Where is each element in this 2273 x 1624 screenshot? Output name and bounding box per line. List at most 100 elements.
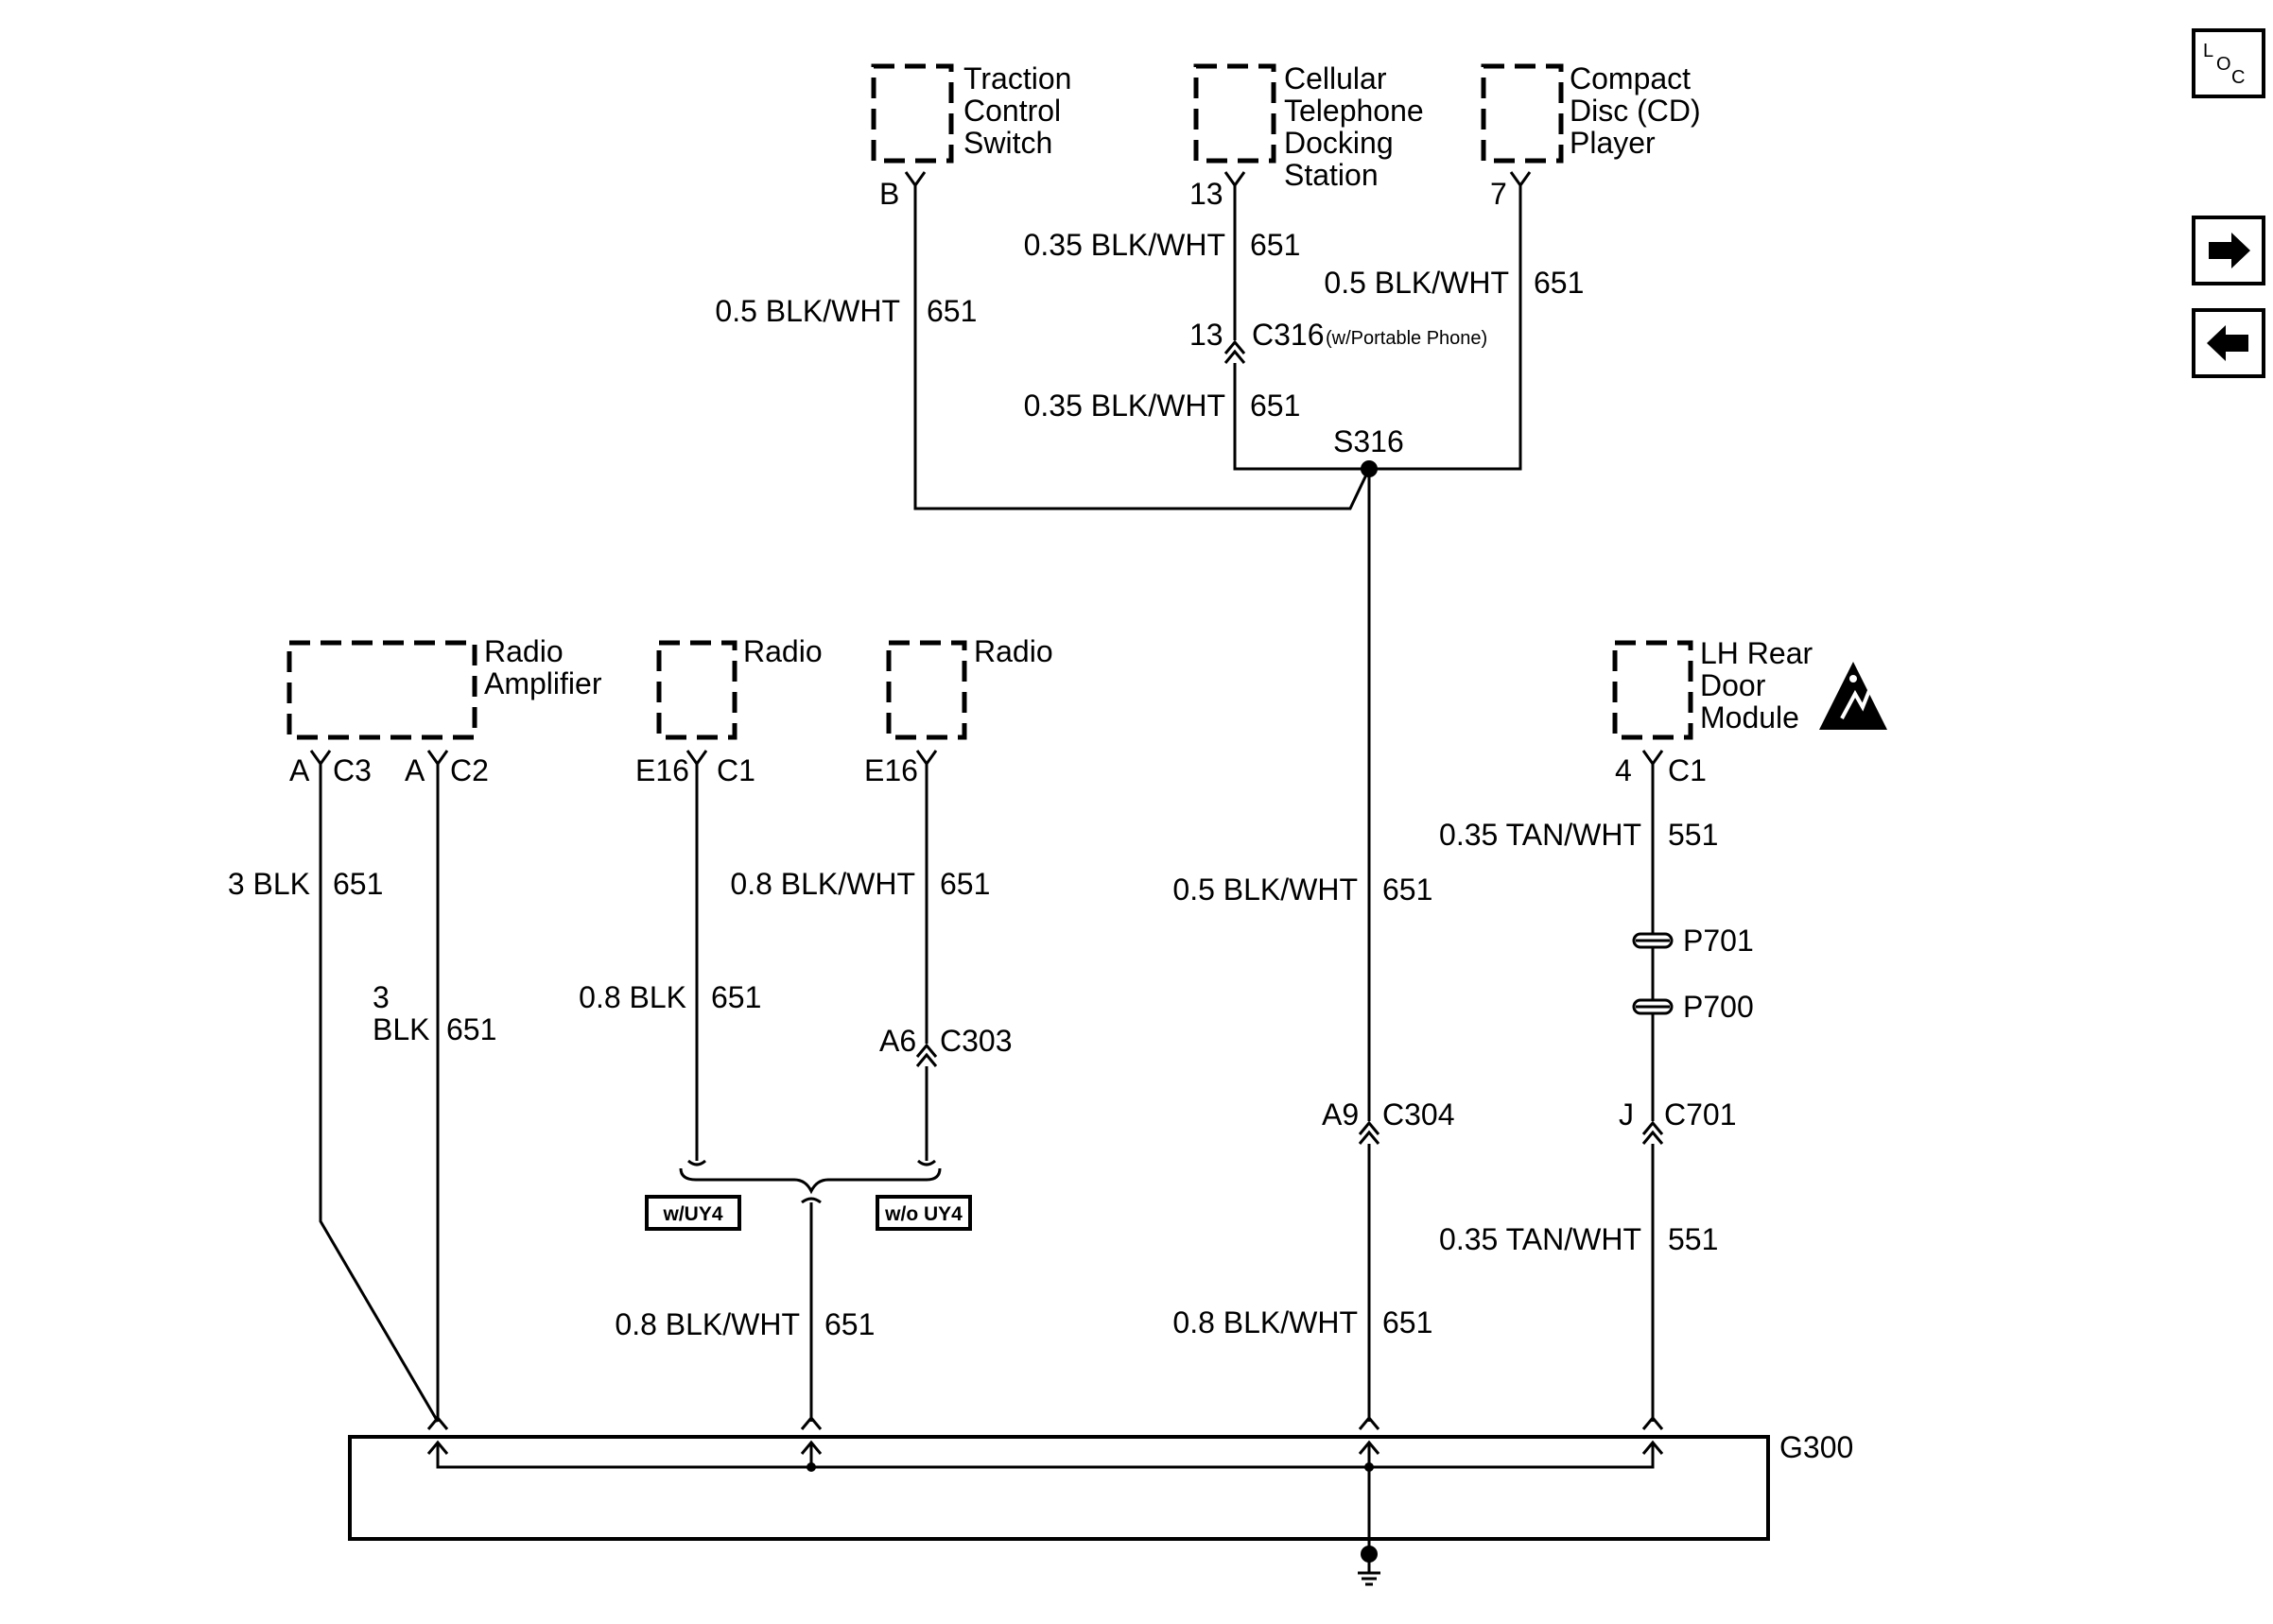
radio-merged-wire-circuit: 651 xyxy=(824,1307,875,1341)
c303-connector-symbol xyxy=(915,1043,938,1067)
g300-bus xyxy=(436,1444,1655,1552)
radio-1-option-break xyxy=(687,1159,706,1166)
traction-wire-circuit: 651 xyxy=(927,294,977,328)
c316-pin-label: 13 xyxy=(1189,318,1223,352)
amp-c3-wire-spec: 3 BLK xyxy=(228,867,310,901)
lh-rear-door-module-label-3: Module xyxy=(1700,700,1799,734)
cd-wire-circuit: 651 xyxy=(1534,266,1584,300)
c701-connector-symbol xyxy=(1641,1120,1664,1145)
arrow-left-icon xyxy=(2207,325,2248,361)
location-button[interactable]: L O C xyxy=(2192,28,2265,98)
c316-label: C316 xyxy=(1252,318,1325,352)
location-icon-o: O xyxy=(2216,54,2231,75)
radio-amplifier-box xyxy=(286,640,477,740)
door-conn-label: C1 xyxy=(1668,753,1707,787)
s316-down-wire-circuit: 651 xyxy=(1382,872,1432,907)
p701-passthrough xyxy=(1632,932,1674,949)
radio-2-box xyxy=(886,640,967,740)
traction-pin-label: B xyxy=(879,177,899,211)
lh-rear-door-module-label-2: Door xyxy=(1700,668,1766,702)
g300-splice-1 xyxy=(807,1462,816,1472)
s316-label: S316 xyxy=(1333,424,1404,458)
g300-splice-2 xyxy=(1364,1462,1374,1472)
c304-label: C304 xyxy=(1382,1097,1455,1132)
c304-connector-symbol xyxy=(1358,1120,1380,1145)
option-with-uy4-box xyxy=(645,1195,741,1231)
c316-note: (w/Portable Phone) xyxy=(1326,328,1487,349)
radio-1-pin-label: E16 xyxy=(635,753,689,787)
radio-2-pin-label: E16 xyxy=(864,753,918,787)
arrow-right-icon xyxy=(2209,233,2250,268)
cellular-docking-label-4: Station xyxy=(1284,158,1379,192)
traction-control-switch-label-3: Switch xyxy=(963,126,1052,160)
amp-c3-wire-circuit: 651 xyxy=(333,867,383,901)
cell-wire-upper-circuit: 651 xyxy=(1250,228,1300,262)
radio-1-conn-label: C1 xyxy=(717,753,755,787)
cellular-docking-station-box xyxy=(1193,63,1276,164)
g300-terminal-2 xyxy=(800,1415,823,1455)
radio-2-label: Radio xyxy=(974,634,1053,668)
amp-c2-wire-spec-2: BLK xyxy=(373,1012,429,1046)
amp-c3-pin-label: A xyxy=(289,753,310,787)
g300-ground-box xyxy=(348,1435,1770,1541)
location-icon: L xyxy=(2203,41,2213,61)
cd-wire-spec: 0.5 BLK/WHT xyxy=(1324,266,1509,300)
radio-2-wire-circuit: 651 xyxy=(940,867,990,901)
option-bracket xyxy=(679,1167,942,1195)
g300-terminal-3 xyxy=(1358,1415,1380,1455)
previous-page-button[interactable] xyxy=(2192,308,2265,378)
door-wire-upper-circuit: 551 xyxy=(1668,818,1718,852)
cell-wire-lower-circuit: 651 xyxy=(1250,389,1300,423)
cd-player-box xyxy=(1481,63,1564,164)
amp-c3-label: C3 xyxy=(333,753,372,787)
c304-down-wire-spec: 0.8 BLK/WHT xyxy=(1172,1305,1358,1339)
g300-terminal-4 xyxy=(1641,1415,1664,1455)
door-pin-label: 4 xyxy=(1615,753,1632,787)
p700-label: P700 xyxy=(1683,990,1754,1024)
c304-down-wire-circuit: 651 xyxy=(1382,1305,1432,1339)
option-with-uy4-label: w/UY4 xyxy=(662,1203,722,1225)
traction-wire xyxy=(913,185,1371,510)
cell-wire-upper-spec: 0.35 BLK/WHT xyxy=(1024,228,1225,262)
amp-c2-wire-circuit: 651 xyxy=(446,1012,496,1046)
c304-pin-label: A9 xyxy=(1322,1097,1359,1132)
c303-pin-label: A6 xyxy=(879,1024,916,1058)
radio-amplifier-label-1: Radio xyxy=(484,634,564,668)
c303-label: C303 xyxy=(940,1024,1013,1058)
amp-c2-pin-label: A xyxy=(405,753,425,787)
amp-c2-label: C2 xyxy=(450,753,489,787)
radio-1-box xyxy=(656,640,737,740)
cellular-docking-label-2: Telephone xyxy=(1284,94,1424,128)
cd-pin-label: 7 xyxy=(1490,177,1507,211)
traction-control-switch-box xyxy=(871,63,954,164)
lh-rear-door-module-box xyxy=(1612,640,1693,740)
radio-1-wire-circuit: 651 xyxy=(711,980,761,1014)
p701-label: P701 xyxy=(1683,924,1754,958)
g300-terminal-1 xyxy=(426,1415,449,1455)
c701-pin-label: J xyxy=(1619,1097,1634,1132)
radio-merged-wire-spec: 0.8 BLK/WHT xyxy=(615,1307,800,1341)
cd-wire xyxy=(1369,185,1522,471)
option-without-uy4-label: w/o UY4 xyxy=(884,1203,963,1225)
cellular-docking-label-1: Cellular xyxy=(1284,61,1387,95)
door-wire-lower-spec: 0.35 TAN/WHT xyxy=(1439,1222,1641,1256)
cellular-docking-label-3: Docking xyxy=(1284,126,1394,160)
c701-label: C701 xyxy=(1664,1097,1737,1132)
radio-1-label: Radio xyxy=(743,634,823,668)
cd-player-label-3: Player xyxy=(1570,126,1656,160)
amp-c2-wire-spec-1: 3 xyxy=(373,980,390,1014)
traction-control-switch-label-1: Traction xyxy=(963,61,1071,95)
c316-connector-symbol xyxy=(1223,339,1246,364)
cell-wire-lower xyxy=(1233,363,1369,471)
cell-wire-lower-spec: 0.35 BLK/WHT xyxy=(1024,389,1225,423)
traction-wire-spec: 0.5 BLK/WHT xyxy=(715,294,900,328)
option-merge-break xyxy=(801,1197,822,1204)
radio-2-option-break xyxy=(917,1159,936,1166)
location-icon-c: C xyxy=(2231,67,2245,88)
amp-c3-wire xyxy=(319,764,440,1423)
p700-passthrough xyxy=(1632,998,1674,1015)
radio-2-wire-spec: 0.8 BLK/WHT xyxy=(730,867,915,901)
traction-control-switch-label-2: Control xyxy=(963,94,1061,128)
next-page-button[interactable] xyxy=(2192,216,2265,285)
